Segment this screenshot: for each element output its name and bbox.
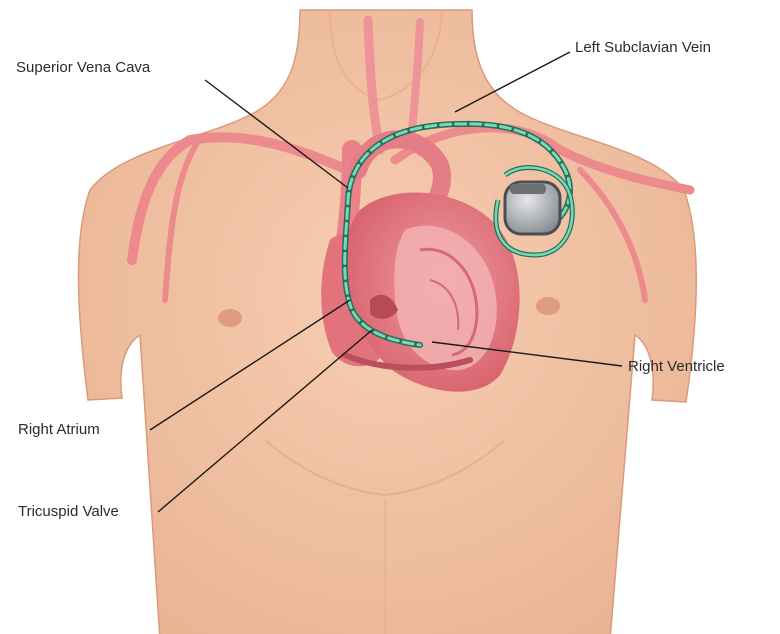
label-tricuspid-valve: Tricuspid Valve bbox=[18, 503, 119, 521]
nipple-right bbox=[218, 309, 242, 327]
label-right-ventricle: Right Ventricle bbox=[628, 358, 725, 376]
nipple-left bbox=[536, 297, 560, 315]
label-left-subclavian-vein: Left Subclavian Vein bbox=[575, 39, 711, 57]
label-right-atrium: Right Atrium bbox=[18, 421, 100, 439]
pacemaker-header bbox=[510, 184, 546, 194]
label-superior-vena-cava: Superior Vena Cava bbox=[16, 59, 150, 77]
